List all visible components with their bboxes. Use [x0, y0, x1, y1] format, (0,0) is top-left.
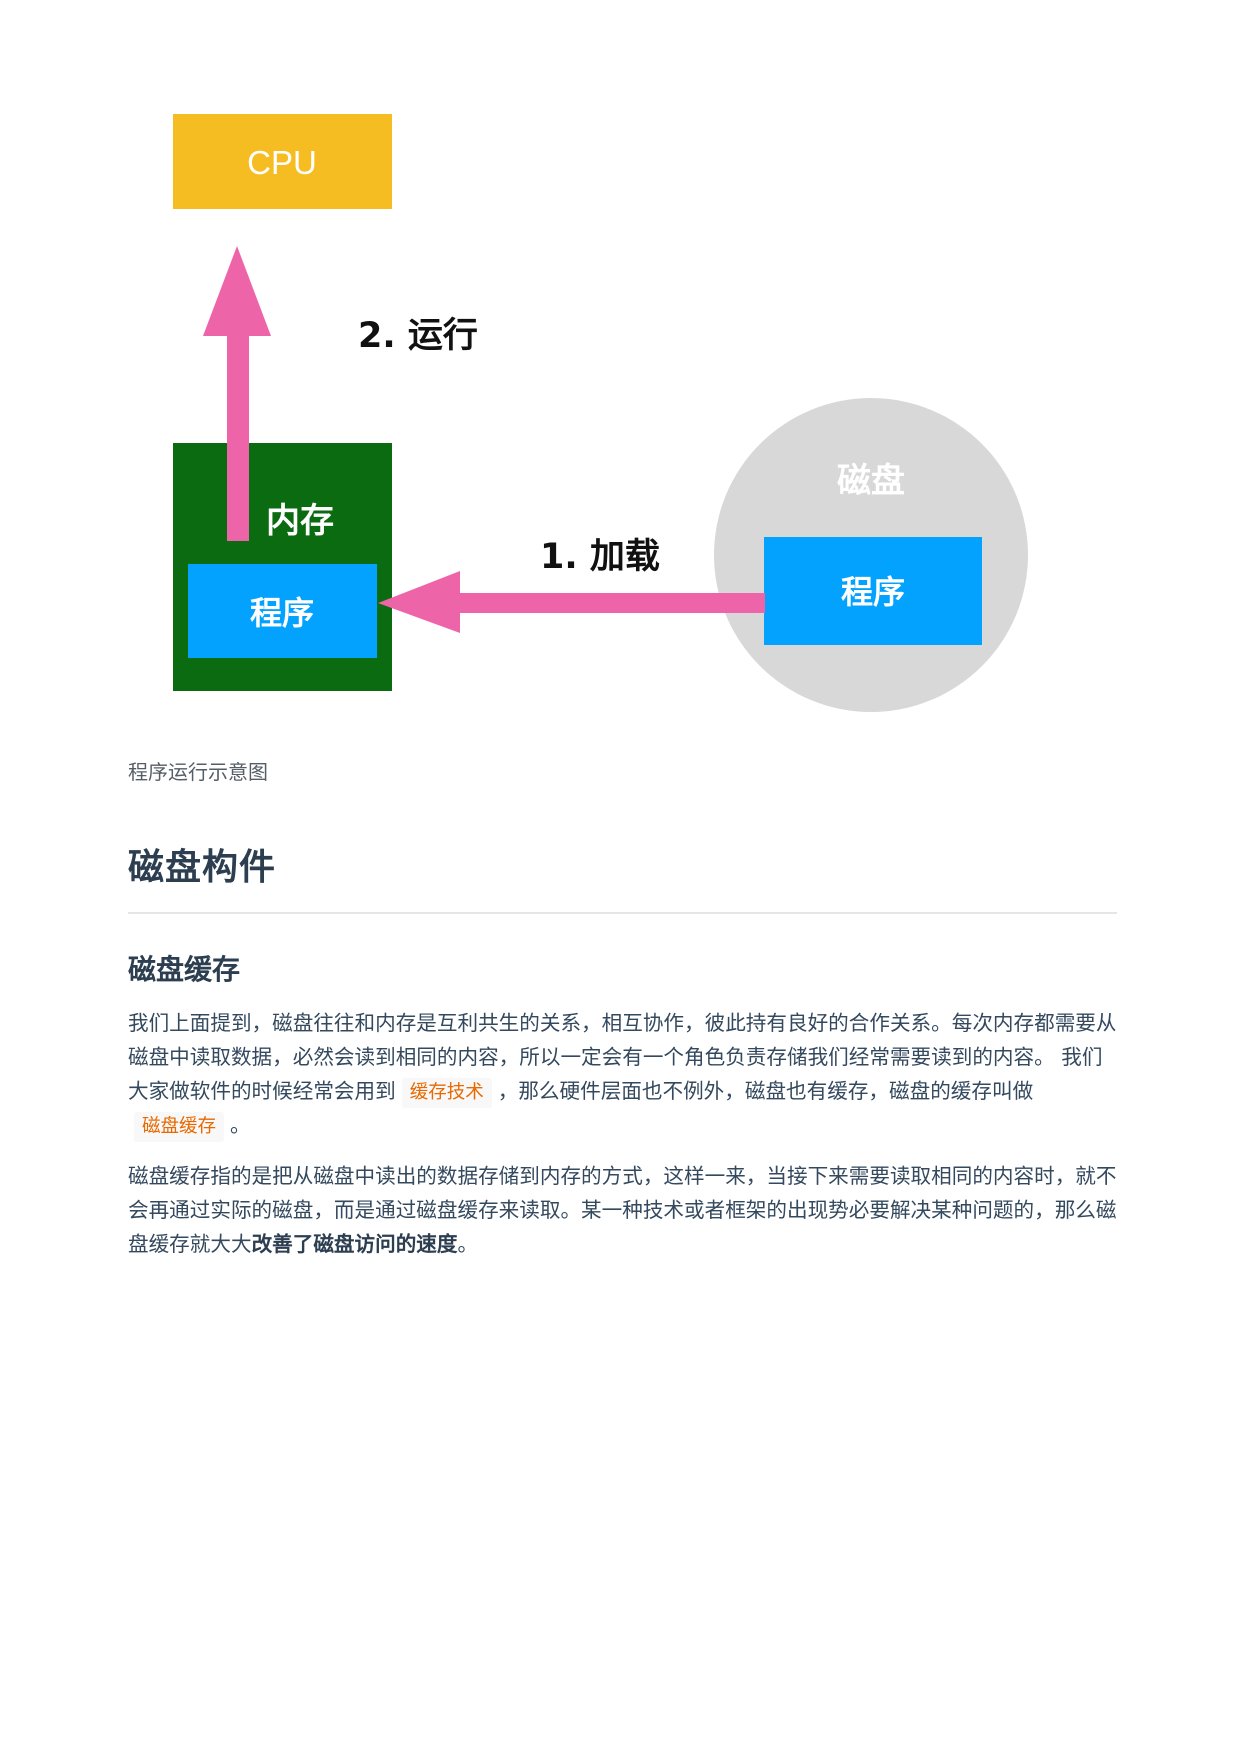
step-load-label: 1. 加载 — [540, 537, 660, 577]
disk-program-label: 程序 — [841, 573, 905, 611]
memory-program-box — [188, 564, 377, 658]
inline-code-disk-cache: 磁盘缓存 — [134, 1112, 225, 1142]
disk-node: 磁盘 程序 — [714, 398, 1028, 712]
memory-program-label: 程序 — [250, 594, 314, 632]
figure-caption: 程序运行示意图 — [128, 760, 268, 784]
section-heading: 磁盘构件 — [128, 847, 277, 888]
load-arrow — [378, 571, 765, 633]
paragraph-disk-cache-intro: 我们上面提到，磁盘往往和内存是互利共生的关系，相互协作，彼此持有良好的合作关系。… — [128, 1006, 1118, 1142]
p1-text-1: 我们上面提到，磁盘往往和内存是互利共生的关系，相互协作，彼此持有良好的合作关系。… — [128, 1011, 1117, 1103]
step-run-label: 2. 运行 — [358, 316, 478, 356]
heading-divider — [128, 912, 1117, 914]
p1-text-3: 。 — [230, 1113, 251, 1137]
program-run-diagram: CPU 2. 运行 内存 程序 磁盘 程序 1. 加载 — [173, 114, 1028, 712]
cpu-label: CPU — [247, 144, 317, 181]
disk-program-box — [764, 537, 982, 645]
p1-text-2: ，那么硬件层面也不例外，磁盘也有缓存，磁盘的缓存叫做 — [497, 1079, 1034, 1103]
subsection-heading: 磁盘缓存 — [128, 953, 241, 986]
p2-text-2: 。 — [457, 1232, 479, 1256]
memory-label: 内存 — [266, 501, 334, 541]
paragraph-disk-cache-definition: 磁盘缓存指的是把从磁盘中读出的数据存储到内存的方式，这样一来，当接下来需要读取相… — [128, 1159, 1118, 1261]
memory-node: 内存 程序 — [173, 443, 392, 691]
p2-bold-text: 改善了磁盘访问的速度 — [251, 1232, 458, 1256]
run-arrow — [203, 246, 271, 541]
cpu-node: CPU — [173, 114, 392, 209]
p2-text-1: 磁盘缓存指的是把从磁盘中读出的数据存储到内存的方式，这样一来，当接下来需要读取相… — [128, 1164, 1117, 1256]
disk-label: 磁盘 — [837, 461, 905, 501]
inline-code-cache-tech: 缓存技术 — [401, 1078, 492, 1108]
